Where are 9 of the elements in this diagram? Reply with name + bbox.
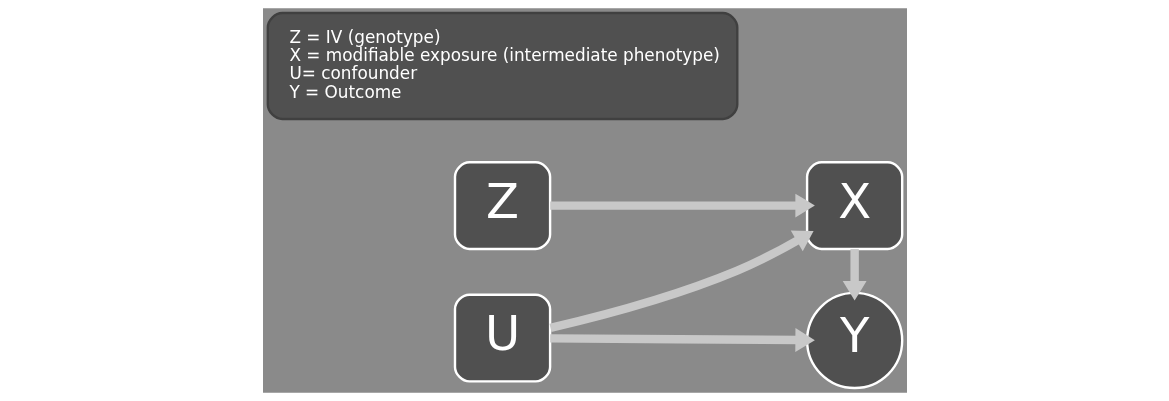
- node-box: X: [805, 161, 903, 251]
- node-box: U: [453, 293, 551, 383]
- arrow: [548, 230, 814, 332]
- arrow: [842, 249, 867, 301]
- node-box: Z = IV (genotype) X = modifiable exposure (intermediate phenotype) U= confounder Y = Outcome: [266, 11, 738, 121]
- arrow: [549, 193, 815, 218]
- node-box: Z: [453, 161, 551, 251]
- node-circle: Y: [805, 291, 903, 390]
- arrow: [549, 328, 815, 352]
